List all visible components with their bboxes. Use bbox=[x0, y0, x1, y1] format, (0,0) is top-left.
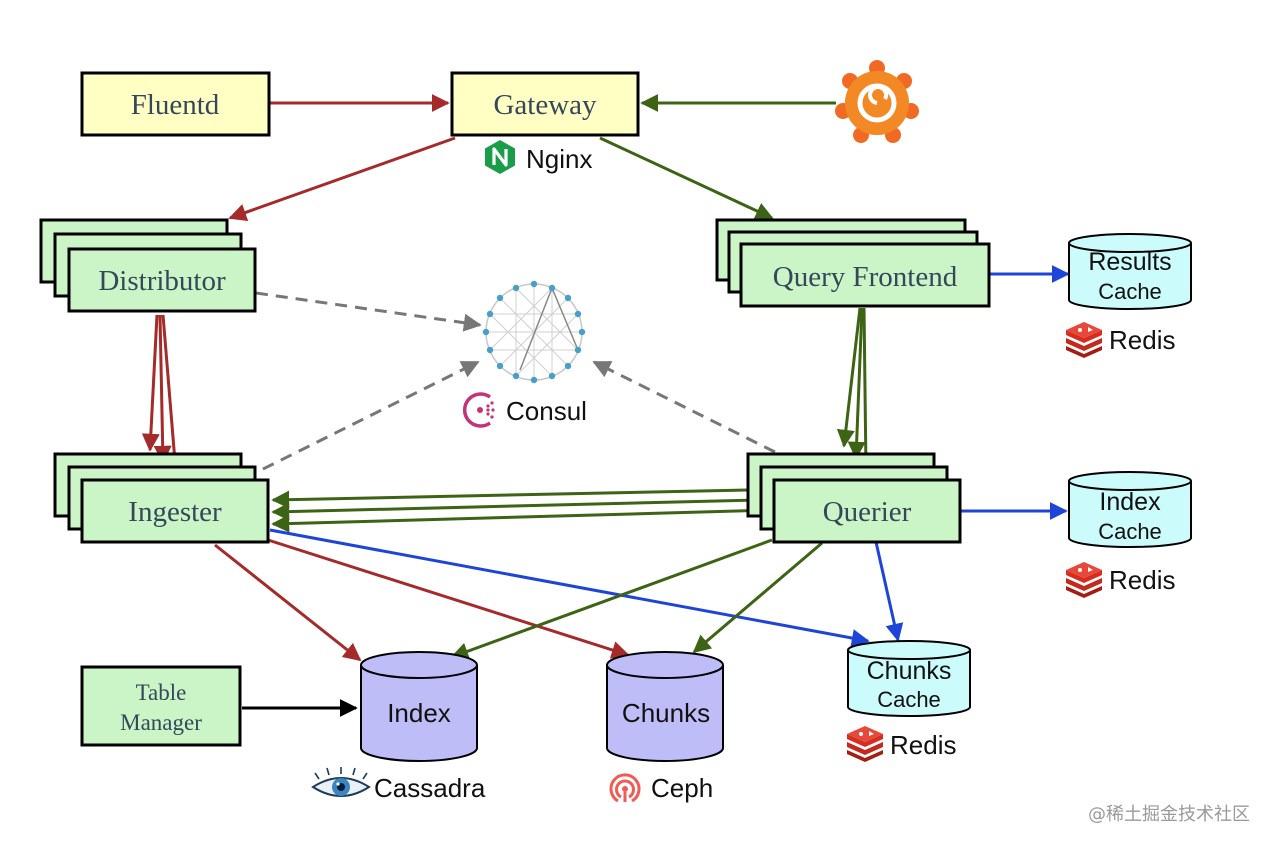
arrow-query-frontend-querier-2 bbox=[847, 307, 866, 460]
arrow-distributor-ingester-2 bbox=[153, 314, 172, 464]
table-manager-label-line1: Table bbox=[136, 680, 187, 705]
distributor-label: Distributor bbox=[98, 265, 226, 297]
chunks-cache-label-line1: Chunks bbox=[867, 657, 952, 685]
gateway-label: Gateway bbox=[493, 89, 597, 121]
results-cache-label-line2: Cache bbox=[1098, 279, 1162, 304]
arrow-querier-ingester-1 bbox=[271, 488, 749, 509]
chunks-cache-store: Chunks Cache bbox=[847, 640, 971, 717]
ingester-node: Ingester bbox=[53, 452, 270, 544]
arrow-gateway-query-frontend bbox=[599, 136, 774, 220]
grafana-logo-icon bbox=[835, 60, 919, 143]
redis-index-label: Redis bbox=[1109, 565, 1175, 595]
chunks-cache-label-line2: Cache bbox=[877, 687, 941, 712]
arrow-gateway-distributor bbox=[228, 136, 456, 222]
querier-label: Querier bbox=[823, 496, 912, 528]
arrow-querier-ingester-3 bbox=[271, 508, 773, 533]
arrow-query-frontend-querier-1 bbox=[836, 307, 862, 448]
chunks-store-label: Chunks bbox=[622, 698, 710, 728]
arrow-distributor-ingester-1 bbox=[141, 314, 160, 452]
redis-results-label: Redis bbox=[1109, 325, 1175, 355]
arrow-querier-index bbox=[450, 538, 773, 660]
arrow-ingester-ring bbox=[244, 360, 480, 480]
watermark-text: @稀土掘金技术社区 bbox=[1088, 804, 1250, 825]
arrow-ingester-chunks-cache bbox=[269, 528, 870, 647]
index-store-label: Index bbox=[387, 698, 451, 728]
fluentd-node: Fluentd bbox=[80, 71, 271, 137]
arrow-querier-ingester-2 bbox=[271, 498, 759, 521]
ceph-label: Ceph bbox=[651, 773, 713, 803]
arrow-querier-ring bbox=[592, 360, 776, 454]
table-manager-node: Table Manager bbox=[80, 665, 242, 747]
results-cache-store: Results Cache bbox=[1068, 233, 1192, 310]
query-frontend-node: Query Frontend bbox=[715, 218, 991, 308]
cassandra-label: Cassadra bbox=[374, 773, 486, 803]
consul-logo-icon bbox=[462, 392, 495, 428]
fluentd-label: Fluentd bbox=[131, 89, 220, 121]
ingester-label: Ingester bbox=[128, 496, 222, 528]
consul-label: Consul bbox=[506, 396, 587, 426]
hash-ring-icon bbox=[482, 280, 586, 384]
gateway-node: Gateway bbox=[450, 71, 640, 137]
arrow-ingester-chunks bbox=[267, 538, 630, 659]
redis-chunks-label: Redis bbox=[890, 730, 956, 760]
distributor-node: Distributor bbox=[39, 218, 257, 313]
ceph-logo-icon bbox=[609, 773, 641, 803]
connection-arrows bbox=[141, 94, 1070, 717]
arrow-ingester-index bbox=[214, 543, 362, 662]
arrow-querier-chunks-cache bbox=[874, 541, 904, 642]
index-cache-label-line1: Index bbox=[1099, 488, 1161, 516]
query-frontend-label: Query Frontend bbox=[773, 261, 958, 293]
index-store: Index bbox=[360, 651, 478, 762]
nginx-logo-icon bbox=[485, 140, 515, 174]
arrow-querier-chunks bbox=[692, 541, 823, 654]
arrow-distributor-ring bbox=[255, 291, 482, 332]
results-cache-label-line1: Results bbox=[1088, 248, 1171, 276]
redis-logo-icon bbox=[1066, 322, 1102, 358]
index-cache-store: Index Cache bbox=[1068, 471, 1192, 548]
redis-logo-icon bbox=[847, 726, 883, 762]
index-cache-label-line2: Cache bbox=[1098, 519, 1162, 544]
querier-node: Querier bbox=[746, 452, 962, 544]
table-manager-label-line2: Manager bbox=[120, 710, 202, 735]
redis-logo-icon bbox=[1066, 562, 1102, 598]
nginx-label: Nginx bbox=[526, 144, 592, 174]
arrow-query-frontend-querier-3 bbox=[856, 307, 875, 472]
chunks-store: Chunks bbox=[606, 651, 724, 762]
cassandra-eye-icon bbox=[311, 767, 371, 797]
arrow-distributor-ingester-3 bbox=[161, 314, 184, 476]
